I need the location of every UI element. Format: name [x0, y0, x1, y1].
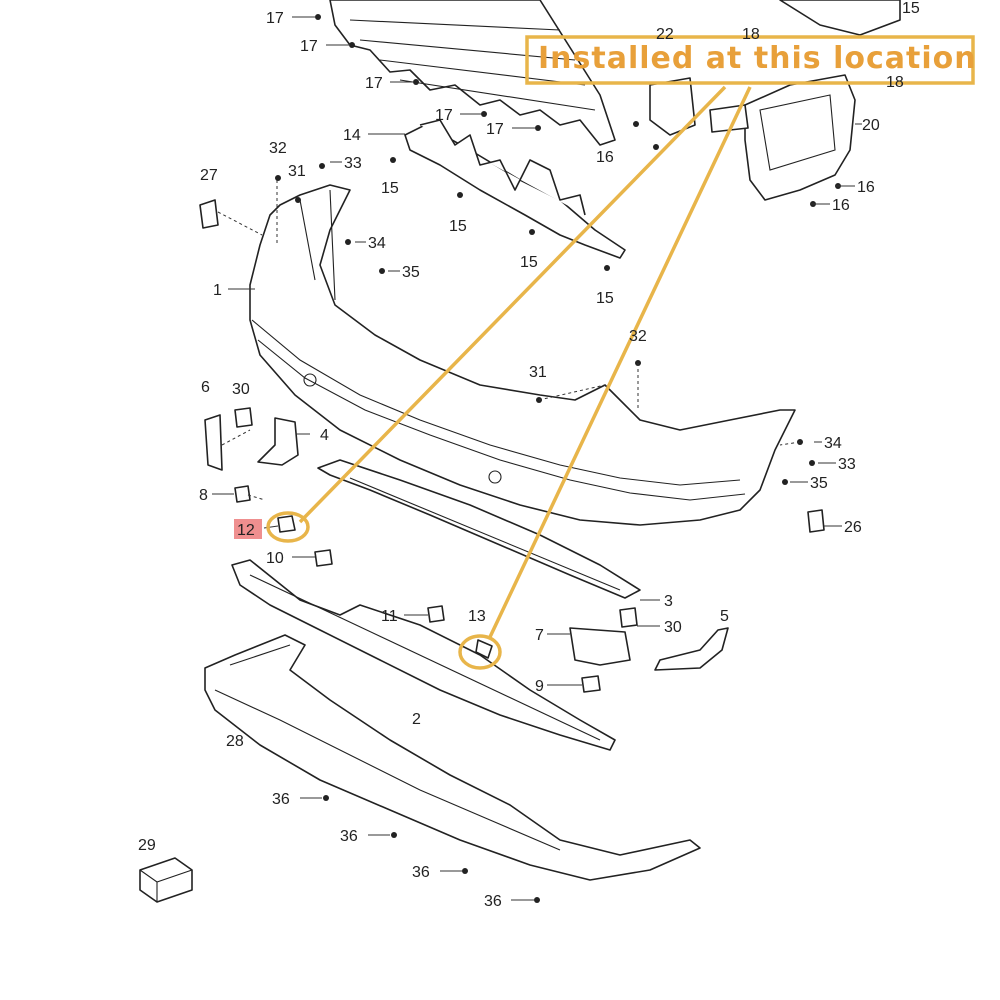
- part-6-bracket: [204, 414, 223, 471]
- label-1: 1: [213, 282, 222, 299]
- label-32-a: 32: [269, 140, 287, 157]
- label-17-e: 17: [486, 121, 504, 138]
- label-32-b: 32: [629, 328, 647, 345]
- label-36-a: 36: [272, 791, 290, 808]
- callout-line-to-13: [488, 86, 752, 638]
- callout-line-to-12: [298, 85, 727, 524]
- part-30b-clip: [619, 607, 638, 628]
- label-8: 8: [199, 487, 208, 504]
- label-10: 10: [266, 550, 284, 567]
- label-13: 13: [468, 608, 486, 625]
- label-36-d: 36: [484, 893, 502, 910]
- assembly-lines: [217, 180, 801, 501]
- label-15-b: 15: [381, 180, 399, 197]
- label-34-a: 34: [368, 235, 386, 252]
- label-35-b: 35: [810, 475, 828, 492]
- label-16-c: 16: [832, 197, 850, 214]
- label-15-a: 15: [902, 0, 920, 17]
- part-number-labels: 17 17 17 17 17 22 18 15 18 14 16 20 32 3…: [138, 0, 920, 910]
- part-3-diffuser: [317, 459, 641, 599]
- part-2-lower-trim: [231, 559, 616, 751]
- label-35-a: 35: [402, 264, 420, 281]
- part-13-circle: [458, 634, 502, 670]
- label-20: 20: [862, 117, 880, 134]
- label-29: 29: [138, 837, 156, 854]
- label-14: 14: [343, 127, 361, 144]
- label-18-a: 18: [742, 26, 760, 43]
- label-4: 4: [320, 427, 329, 444]
- part-5-bracket: [654, 627, 729, 671]
- label-17-b: 17: [300, 38, 318, 55]
- part-9-clip: [581, 675, 601, 693]
- installation-callout: Installed at this location: [266, 35, 977, 670]
- label-5: 5: [720, 608, 729, 625]
- label-15-e: 15: [596, 290, 614, 307]
- label-18-b: 18: [886, 74, 904, 91]
- label-6: 6: [201, 379, 210, 396]
- callout-box: [525, 35, 975, 85]
- part-12-clip: [277, 515, 296, 533]
- part-13-plug: [475, 639, 493, 659]
- part-1-bumper-cover: [249, 184, 796, 526]
- label-28: 28: [226, 733, 244, 750]
- part-14-bracket: [404, 119, 626, 259]
- label-30-a: 30: [232, 381, 250, 398]
- label-11: 11: [381, 608, 398, 625]
- label-17-a: 17: [266, 10, 284, 27]
- part-29-block: [139, 857, 193, 903]
- part-11-clip: [427, 605, 445, 623]
- label-31-a: 31: [288, 163, 306, 180]
- label-9: 9: [535, 678, 544, 695]
- label-16-a: 16: [596, 149, 614, 166]
- label-27: 27: [200, 167, 218, 184]
- label-36-c: 36: [412, 864, 430, 881]
- label-26: 26: [844, 519, 862, 536]
- part-27-clip: [199, 199, 219, 229]
- label-31-b: 31: [529, 364, 547, 381]
- label-16-b: 16: [857, 179, 875, 196]
- label-2: 2: [412, 711, 421, 728]
- part-4-bracket: [257, 417, 299, 466]
- label-17-d: 17: [435, 107, 453, 124]
- label-34-b: 34: [824, 435, 842, 452]
- label-17-c: 17: [365, 75, 383, 92]
- label-33-a: 33: [344, 155, 362, 172]
- label-33-b: 33: [838, 456, 856, 473]
- part-8-clip: [234, 485, 251, 503]
- part-7-bracket: [569, 627, 631, 666]
- part-30-clip: [234, 407, 253, 428]
- part-26-clip: [807, 509, 825, 533]
- part-12-highlight: [234, 519, 262, 539]
- label-22: 22: [656, 26, 674, 43]
- label-7: 7: [535, 627, 544, 644]
- label-30-b: 30: [664, 619, 682, 636]
- part-20-side-bracket: [649, 74, 856, 201]
- part-10-clip: [314, 549, 333, 567]
- label-3: 3: [664, 593, 673, 610]
- part-12-circle: [266, 511, 310, 543]
- part-28-skid-plate: [204, 634, 701, 881]
- callout-text: Installed at this location: [538, 41, 977, 76]
- label-15-c: 15: [449, 218, 467, 235]
- label-15-d: 15: [520, 254, 538, 271]
- label-12: 12: [237, 522, 255, 539]
- label-36-b: 36: [340, 828, 358, 845]
